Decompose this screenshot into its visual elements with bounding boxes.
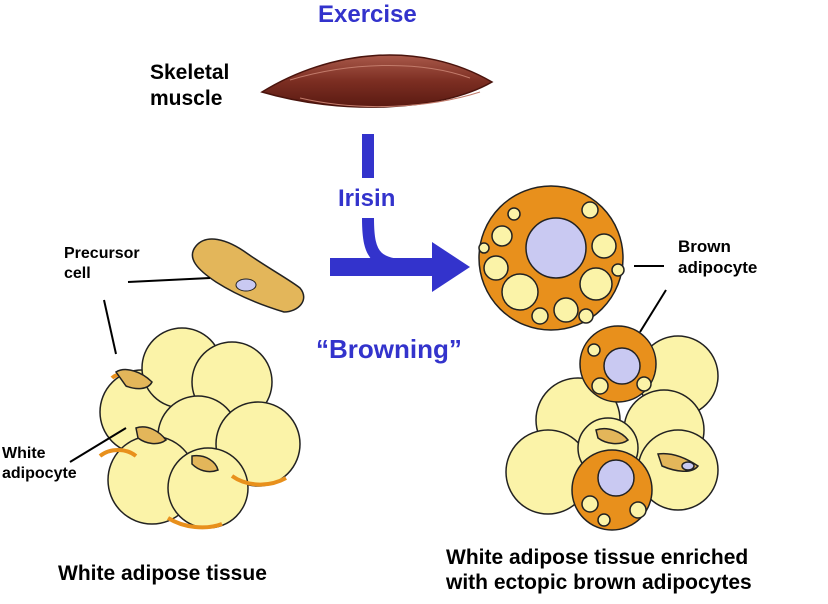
brown-adipocyte (478, 185, 625, 331)
label-browning: “Browning” (316, 334, 462, 364)
label-white-adipocyte: White adipocyte (2, 445, 77, 482)
brown-adipocyte-leader-line-2 (639, 289, 667, 333)
label-white-adipose-tissue: White adipose tissue (58, 562, 267, 585)
precursor-leader-line-2 (103, 299, 117, 355)
label-precursor-cell: Precursor cell (64, 245, 140, 282)
label-enriched-tissue: White adipose tissue enriched with ectop… (446, 546, 752, 595)
label-skeletal-muscle: Skeletal muscle (150, 61, 230, 111)
white-adipocyte-leader-line (69, 427, 127, 463)
label-irisin: Irisin (338, 185, 396, 212)
precursor-leader-line (127, 277, 211, 283)
skeletal-muscle-image (260, 54, 494, 108)
label-brown-adipocyte: Brown adipocyte (678, 237, 758, 278)
title-exercise: Exercise (318, 1, 417, 28)
white-adipose-tissue-cluster (98, 327, 301, 530)
irisin-pathway-arrow (330, 134, 470, 292)
enriched-adipose-tissue-cluster (505, 325, 719, 531)
precursor-cell (191, 238, 305, 313)
